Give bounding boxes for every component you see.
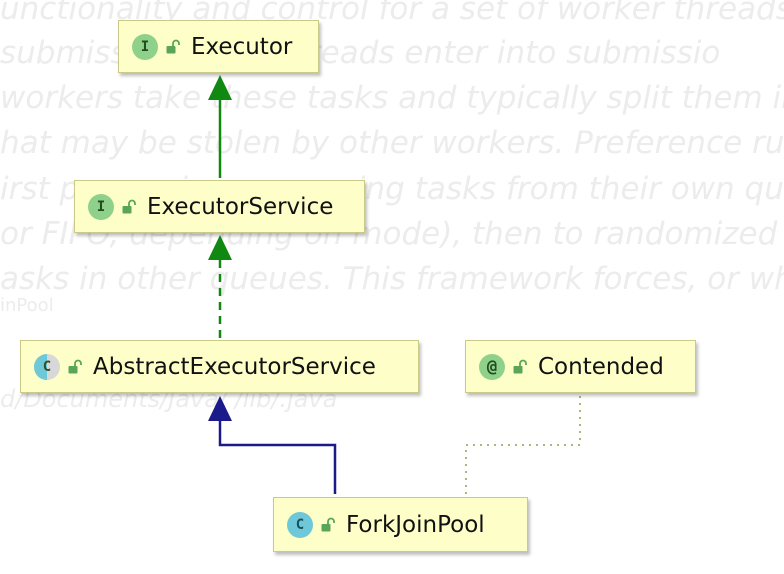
node-label: AbstractExecutorService: [93, 353, 376, 380]
background-fragment: inPool: [0, 295, 54, 316]
background-text-line: workers take these tasks and typically s…: [0, 80, 784, 116]
node-executorservice[interactable]: I ExecutorService: [74, 180, 365, 233]
edge-forkjoinpool-to-contended: [465, 396, 581, 494]
annotation-icon: @: [479, 353, 505, 380]
node-contended[interactable]: @ Contended: [465, 340, 696, 393]
node-label: Executor: [191, 33, 293, 60]
unlocked-icon: [68, 359, 82, 373]
background-text-line: asks in other queues. This framework for…: [0, 261, 784, 297]
unlocked-icon: [166, 39, 180, 53]
unlocked-icon: [513, 359, 527, 373]
interface-icon: I: [88, 193, 114, 220]
node-executor[interactable]: I Executor: [118, 20, 319, 73]
arrowhead-executor: [208, 75, 232, 100]
node-label: ForkJoinPool: [346, 511, 485, 538]
class-icon: C: [287, 511, 313, 538]
unlocked-icon: [321, 517, 335, 531]
edge-forkjoinpool-to-abstractexecutorservice: [218, 420, 337, 494]
node-forkjoinpool[interactable]: C ForkJoinPool: [273, 497, 528, 552]
node-abstractexecutorservice[interactable]: C AbstractExecutorService: [20, 340, 419, 393]
node-label: ExecutorService: [147, 193, 334, 220]
arrowhead-executorservice: [208, 235, 232, 260]
arrowhead-abstractexecutorservice: [208, 396, 232, 421]
interface-icon: I: [132, 33, 158, 60]
background-text-line: hat may be stolen by other workers. Pref…: [0, 125, 784, 161]
unlocked-icon: [122, 199, 136, 213]
node-label: Contended: [538, 353, 664, 380]
abstract-class-icon: C: [34, 353, 60, 380]
